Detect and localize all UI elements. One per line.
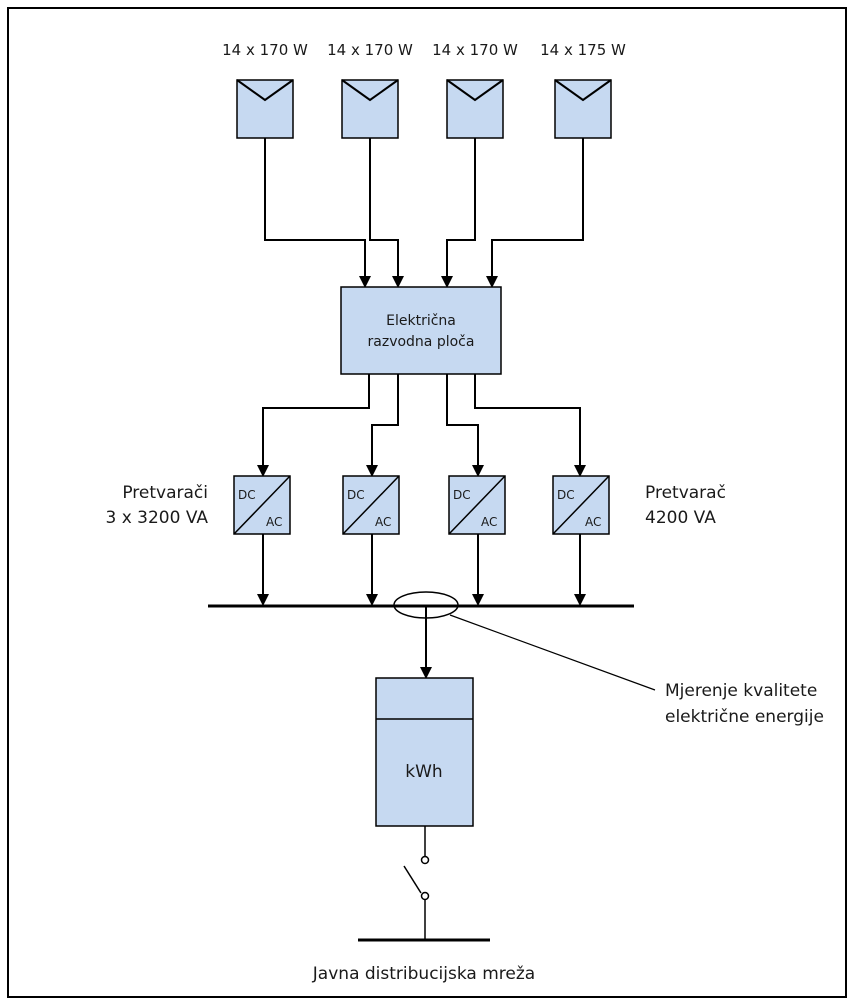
panel-label-4: 14 x 175 W [540, 41, 626, 59]
inverter-4-ac-label: AC [585, 515, 601, 529]
solar-panel-2 [341, 79, 399, 139]
panel-label-1: 14 x 170 W [222, 41, 308, 59]
inverter-right-label-line1: Pretvarač [645, 483, 726, 503]
solar-panel-4 [554, 79, 612, 139]
measurement-label-line2: električne energije [665, 707, 824, 727]
grid-label: Javna distribucijska mreža [312, 964, 535, 984]
solar-panel-3 [446, 79, 504, 139]
distribution-board [340, 286, 502, 375]
panel-connectors [264, 138, 584, 288]
kwh-meter [375, 677, 474, 827]
measurement-label-line1: Mjerenje kvalitete [665, 681, 817, 701]
inverter-4-dc-label: DC [557, 488, 575, 502]
disconnect-switch [403, 826, 430, 940]
distribution-board-label-line2: razvodna ploča [368, 334, 475, 350]
inverters-left-label-line2: 3 x 3200 VA [105, 508, 208, 528]
inverter-2-dc-label: DC [347, 488, 365, 502]
inverter-3-ac-label: AC [481, 515, 497, 529]
panel-label-2: 14 x 170 W [327, 41, 413, 59]
distribution-board-label-line1: Električna [386, 313, 456, 329]
panel-label-3: 14 x 170 W [432, 41, 518, 59]
inverter-3 [448, 475, 506, 535]
diagram-frame [7, 7, 847, 998]
inverter-1-ac-label: AC [266, 515, 282, 529]
inverter-2 [342, 475, 400, 535]
inverter-3-dc-label: DC [453, 488, 471, 502]
inverter-2-ac-label: AC [375, 515, 391, 529]
inverter-connectors [257, 374, 586, 477]
inverter-output-connectors [257, 534, 586, 606]
inverter-right-label-line2: 4200 VA [645, 508, 716, 528]
solar-panel-1 [236, 79, 294, 139]
inverter-1-dc-label: DC [238, 488, 256, 502]
measurement-leader-line [449, 614, 656, 691]
kwh-meter-label: kWh [405, 762, 442, 782]
inverters-left-label-line1: Pretvarači [122, 483, 208, 503]
